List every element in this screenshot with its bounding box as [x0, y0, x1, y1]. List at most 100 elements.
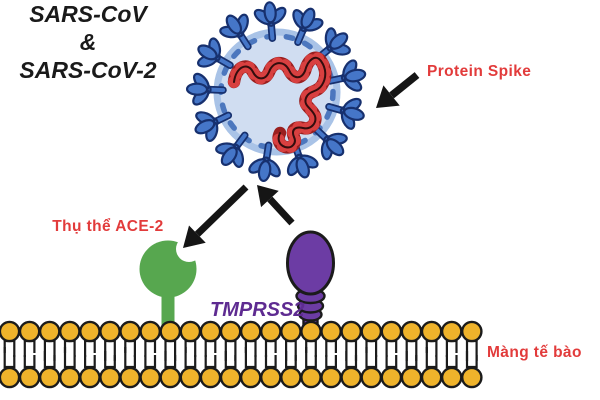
lipid-head-bottom [400, 366, 423, 389]
lipid-tails-top [425, 339, 438, 357]
spike-protein [292, 7, 324, 46]
lipid [38, 320, 61, 389]
spike-petal-center [344, 68, 367, 83]
lipid-head-bottom [38, 366, 61, 389]
spike-petal-center [295, 157, 310, 179]
cell-membrane [0, 320, 483, 389]
lipid-head-top [18, 320, 41, 343]
spike-petal-center [300, 7, 316, 29]
arrow-virus-to-ace2-shaft [194, 184, 249, 237]
lipid-head-top [99, 320, 121, 343]
lipid [239, 320, 262, 389]
spike-protein [197, 37, 234, 70]
lipid-tails-top [43, 339, 56, 361]
lipid [400, 320, 423, 389]
spike-petal-center [220, 146, 238, 166]
lipid-tails-top [365, 339, 378, 357]
lipid-head-top [340, 320, 363, 343]
lipid [280, 320, 302, 389]
lipid-tails-top [3, 339, 16, 357]
lipid [420, 320, 443, 389]
cell-membrane-label: Màng tế bào [487, 344, 582, 361]
lipid-tails-bottom [385, 355, 398, 369]
tmprss2-body [286, 230, 335, 296]
lipid-head-bottom [179, 366, 202, 389]
lipid-head-top [38, 320, 61, 343]
lipid-head-bottom [420, 366, 443, 389]
lipid-head-top [59, 320, 81, 343]
lipid-tails-bottom [244, 347, 257, 369]
lipid-head-top [119, 320, 141, 343]
lipid-head-top [199, 320, 222, 343]
lipid [380, 320, 403, 389]
lipid [320, 320, 342, 389]
diagram-title-line3: SARS-CoV-2 [19, 57, 156, 83]
lipid-head-top [420, 320, 443, 343]
lipid-head-top [219, 320, 242, 343]
lipid-head-top [440, 320, 463, 343]
lipid-tails-bottom [305, 347, 317, 369]
spike-protein [194, 111, 233, 143]
lipid-tails-bottom [144, 355, 157, 369]
lipid-head-bottom [280, 366, 302, 389]
lipid [199, 320, 222, 389]
lipid-head-bottom [259, 366, 282, 389]
spike-petal-center [194, 118, 216, 135]
spike-protein [312, 125, 348, 161]
lipid-tails-bottom [345, 351, 358, 369]
lipid-head-bottom [79, 366, 101, 389]
spike-protein [325, 97, 365, 130]
lipid-tails-top [164, 339, 177, 361]
lipid-tails-bottom [325, 355, 337, 369]
spike-protein [326, 59, 367, 92]
spike-petal-center [197, 44, 218, 61]
arrow-protein-spike [376, 72, 420, 108]
lipid-tails-bottom [43, 351, 56, 369]
lipid-head-top [0, 320, 21, 343]
spike-protein [248, 141, 281, 183]
lipid-tails-bottom [124, 347, 136, 369]
lipid [139, 320, 161, 389]
spike-petal-center [343, 106, 365, 121]
diagram-title-line2: & [80, 29, 97, 55]
spike-protein [215, 131, 249, 168]
lipid-tails-bottom [405, 351, 418, 369]
lipid-tails-bottom [285, 351, 297, 369]
rna-genome [227, 51, 332, 154]
lipid-tails-bottom [204, 355, 217, 369]
lipid-tails-top [63, 339, 76, 357]
lipid-tails-top [285, 339, 297, 361]
lipid [460, 320, 483, 389]
lipid-head-bottom [340, 366, 363, 389]
lipid-head-bottom [59, 366, 81, 389]
lipid-tails-top [84, 339, 96, 357]
lipid-head-top [300, 320, 322, 343]
tmprss2-label: TMPRSS2 [210, 299, 304, 321]
lipid-tails-bottom [23, 355, 36, 369]
lipid-tails-bottom [365, 347, 378, 369]
lipid-head-bottom [460, 366, 483, 389]
lipid-head-top [460, 320, 483, 343]
lipid-head-bottom [99, 366, 121, 389]
lipid-tails-bottom [445, 355, 458, 369]
lipid-tails-bottom [84, 355, 96, 369]
protein-spike-label: Protein Spike [427, 63, 531, 80]
arrows [183, 72, 420, 248]
lipid-tails-top [224, 339, 237, 361]
spike-petal-center [263, 1, 277, 24]
ace2-receptor [139, 236, 202, 334]
diagram-title-line1: SARS-CoV [29, 1, 148, 27]
lipid-tails-top [244, 339, 257, 357]
lipid-tails-bottom [3, 347, 16, 369]
lipid-head-bottom [18, 366, 41, 389]
lipid-tails-bottom [104, 351, 116, 369]
lipid [79, 320, 101, 389]
spike-proteins [185, 1, 367, 183]
lipid-tails-bottom [264, 355, 277, 369]
spike-protein [286, 139, 319, 179]
lipid-tails-top [405, 339, 418, 361]
spike-protein [185, 72, 227, 106]
lipid-head-bottom [0, 366, 21, 389]
lipid-tails-bottom [164, 351, 177, 369]
